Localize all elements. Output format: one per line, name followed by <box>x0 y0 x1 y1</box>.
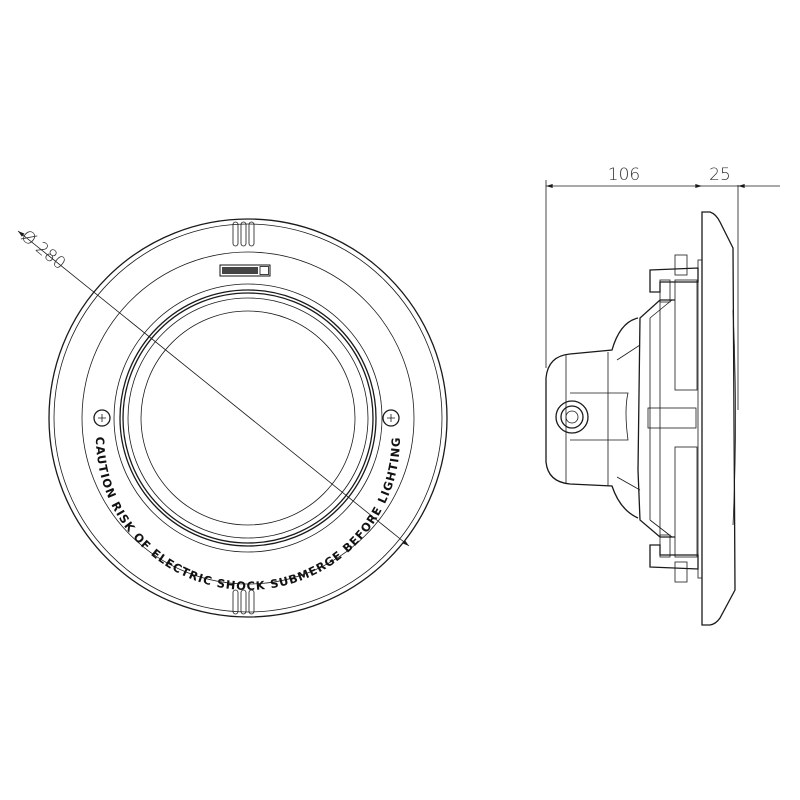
cable-channel <box>570 392 629 441</box>
lens-profile <box>732 309 736 526</box>
flange-label: 25 <box>709 165 731 185</box>
cable-housing-detail <box>565 352 609 486</box>
flange <box>701 211 736 626</box>
center-clip <box>647 407 697 429</box>
rib-2 <box>649 519 673 538</box>
front-view: CAUTION RISK OF ELECTRIC SHOCK SUBMERGE … <box>17 218 448 618</box>
vent-top-icon <box>232 221 255 247</box>
clip-bottom <box>649 446 699 583</box>
cable-housing <box>545 317 639 519</box>
lens <box>140 310 356 526</box>
housing-detail <box>649 300 661 537</box>
rib-3 <box>616 344 641 361</box>
rib-1 <box>649 299 673 319</box>
lamp-housing <box>637 299 675 538</box>
lens-ring-4 <box>127 297 369 539</box>
rib-4 <box>616 476 641 491</box>
vent-bottom-icon <box>232 589 255 615</box>
lens-ring-1 <box>113 283 383 553</box>
depth-label: 106 <box>608 165 640 185</box>
lens-ring-2 <box>119 289 377 547</box>
screw-right-icon <box>382 409 400 427</box>
caution-text: CAUTION RISK OF ELECTRIC SHOCK SUBMERGE … <box>93 436 403 593</box>
diameter-label: Ø 280 <box>17 226 69 274</box>
lens-ring-3 <box>122 292 374 544</box>
clip-top <box>649 254 699 391</box>
side-view: 106 25 <box>545 165 780 626</box>
screw-left-icon <box>93 409 111 427</box>
gasket <box>697 259 703 579</box>
outer-rim-inner <box>53 223 443 613</box>
diameter-dimension-line <box>17 230 410 547</box>
brand-logo <box>219 264 271 277</box>
cable-gland-icon <box>555 400 589 434</box>
